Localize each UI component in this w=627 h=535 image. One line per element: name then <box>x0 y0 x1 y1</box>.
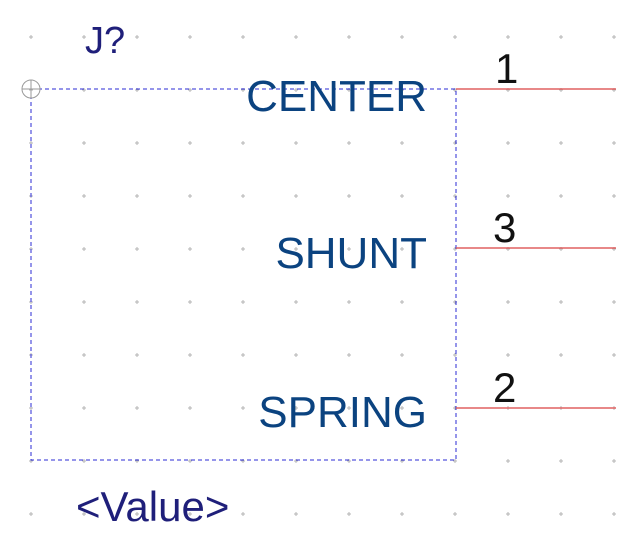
grid-dot <box>347 35 351 39</box>
grid-dot <box>347 353 351 357</box>
grid-dot <box>241 300 245 304</box>
grid-dot <box>135 194 139 198</box>
grid-dot <box>347 300 351 304</box>
grid-dot <box>347 141 351 145</box>
grid-dot <box>559 300 563 304</box>
origin-marker[interactable] <box>21 79 41 99</box>
grid-dot <box>294 141 298 145</box>
grid-dot <box>347 406 351 410</box>
grid-dot <box>347 247 351 251</box>
grid-dot <box>188 141 192 145</box>
grid-dot <box>188 194 192 198</box>
grid-dot <box>453 35 457 39</box>
grid-dot <box>82 353 86 357</box>
grid-dot <box>241 141 245 145</box>
grid-dot <box>400 300 404 304</box>
grid-dot <box>453 459 457 463</box>
grid-dot <box>559 141 563 145</box>
reference-designator[interactable]: J? <box>85 20 126 62</box>
grid-dot <box>559 353 563 357</box>
grid-dot <box>294 88 298 92</box>
grid-dot <box>559 512 563 516</box>
grid-dot <box>612 194 616 198</box>
grid-dot <box>135 35 139 39</box>
grid-dot <box>82 194 86 198</box>
grid-dot <box>135 300 139 304</box>
grid-dot <box>188 88 192 92</box>
grid-dot <box>559 459 563 463</box>
grid-dot <box>82 141 86 145</box>
pin-number-1: 1 <box>495 45 519 92</box>
grid-dot <box>506 35 510 39</box>
grid-dot <box>135 141 139 145</box>
grid-dot <box>400 512 404 516</box>
value-field[interactable]: <Value> <box>76 483 230 530</box>
grid-dot <box>188 247 192 251</box>
grid-dot <box>188 300 192 304</box>
grid-dot <box>135 247 139 251</box>
grid-dot <box>506 141 510 145</box>
grid-dot <box>400 406 404 410</box>
grid-dot <box>135 406 139 410</box>
grid-dot <box>612 300 616 304</box>
grid-dot <box>559 194 563 198</box>
grid-dot <box>294 406 298 410</box>
grid-dot <box>241 406 245 410</box>
grid-dot <box>400 194 404 198</box>
grid-dot <box>241 512 245 516</box>
pin-name-spring: SPRING <box>258 388 427 437</box>
grid-dot <box>506 194 510 198</box>
grid-dot <box>294 512 298 516</box>
grid-dot <box>82 459 86 463</box>
grid-dot <box>82 247 86 251</box>
grid-dot <box>135 512 139 516</box>
grid-dot <box>400 35 404 39</box>
grid-dot <box>453 353 457 357</box>
pin-name-shunt: SHUNT <box>275 229 427 278</box>
grid-dot <box>241 247 245 251</box>
grid-dot <box>506 459 510 463</box>
grid-dot <box>294 300 298 304</box>
grid-dot <box>82 300 86 304</box>
grid-dot <box>241 194 245 198</box>
grid-dot <box>294 247 298 251</box>
grid-dot <box>347 512 351 516</box>
grid-dot <box>294 194 298 198</box>
grid-dot <box>188 459 192 463</box>
grid-dot <box>188 353 192 357</box>
grid-dot <box>453 512 457 516</box>
component-body-outline[interactable] <box>30 88 457 461</box>
grid-dot <box>612 353 616 357</box>
grid-dot <box>135 353 139 357</box>
grid-dot <box>294 35 298 39</box>
grid-dot <box>188 406 192 410</box>
grid-dot <box>188 35 192 39</box>
grid-dot <box>347 194 351 198</box>
grid-dot <box>400 247 404 251</box>
grid-dot <box>612 512 616 516</box>
grid-dot <box>241 353 245 357</box>
grid-dot <box>506 353 510 357</box>
pin-name-center: CENTER <box>246 72 427 121</box>
grid-dot <box>559 35 563 39</box>
grid-dot <box>612 35 616 39</box>
grid-dot <box>400 141 404 145</box>
grid-dot <box>400 353 404 357</box>
grid-dot <box>612 459 616 463</box>
grid-dot <box>82 406 86 410</box>
grid-dot <box>82 512 86 516</box>
grid-dot <box>82 35 86 39</box>
grid-dot <box>612 141 616 145</box>
grid-dot <box>294 353 298 357</box>
grid-dot <box>29 35 33 39</box>
grid-dot <box>188 512 192 516</box>
grid-dot <box>506 512 510 516</box>
grid-dot <box>241 35 245 39</box>
pin-number-2: 2 <box>493 364 517 411</box>
grid-dot <box>506 300 510 304</box>
grid-dot <box>29 512 33 516</box>
pin-number-3: 3 <box>493 204 517 251</box>
